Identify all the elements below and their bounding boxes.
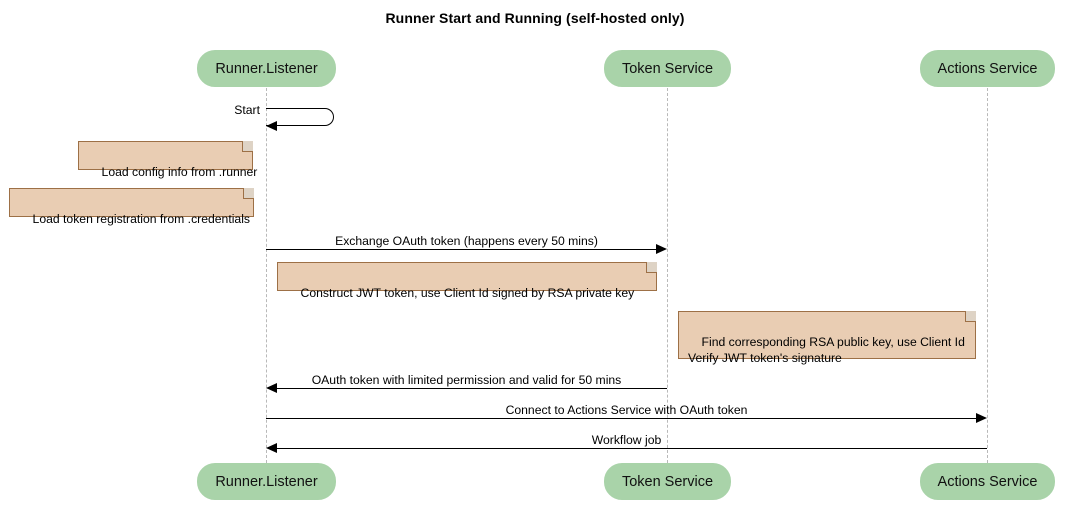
participant-token-bottom[interactable]: Token Service <box>604 463 731 500</box>
note-load-token-registration: Load token registration from .credential… <box>9 188 254 226</box>
participant-runner-bottom-label: Runner.Listener <box>215 473 318 490</box>
lifeline-token <box>667 88 668 463</box>
lifeline-runner <box>266 88 267 463</box>
message-connect-actions-label: Connect to Actions Service with OAuth to… <box>505 403 748 417</box>
note-verify-jwt-text: Find corresponding RSA public key, use C… <box>688 335 965 365</box>
message-oauth-reply-line <box>277 388 667 389</box>
message-connect-actions-line <box>266 418 976 419</box>
lifeline-actions <box>987 88 988 463</box>
participant-runner-top[interactable]: Runner.Listener <box>197 50 336 87</box>
self-message-start-arrowhead <box>266 121 277 131</box>
message-workflow-job-arrowhead <box>266 443 277 453</box>
participant-actions-bottom-label: Actions Service <box>937 473 1038 490</box>
message-workflow-job-label: Workflow job <box>591 433 662 447</box>
note-fold-corner-icon <box>242 141 253 152</box>
note-fold-corner-icon <box>965 311 976 322</box>
participant-actions-top[interactable]: Actions Service <box>920 50 1055 87</box>
note-fold-corner-icon <box>243 188 254 199</box>
message-exchange-token-arrowhead <box>656 244 667 254</box>
participant-actions-top-label: Actions Service <box>937 60 1038 77</box>
diagram-title: Runner Start and Running (self-hosted on… <box>385 10 685 26</box>
participant-runner-bottom[interactable]: Runner.Listener <box>197 463 336 500</box>
message-workflow-job-line <box>277 448 987 449</box>
note-construct-jwt: Construct JWT token, use Client Id signe… <box>277 262 657 300</box>
self-message-start-label: Start <box>234 103 260 117</box>
note-load-config: Load config info from .runner <box>78 141 257 179</box>
self-message-start-loop <box>266 108 334 126</box>
message-oauth-reply-arrowhead <box>266 383 277 393</box>
note-fold-corner-icon <box>646 262 657 273</box>
participant-token-top-label: Token Service <box>621 60 714 77</box>
note-load-token-registration-text: Load token registration from .credential… <box>32 212 251 226</box>
message-exchange-token-line <box>266 249 656 250</box>
message-connect-actions-arrowhead <box>976 413 987 423</box>
note-load-config-text: Load config info from .runner <box>101 165 258 179</box>
note-construct-jwt-text: Construct JWT token, use Client Id signe… <box>300 286 635 300</box>
participant-actions-bottom[interactable]: Actions Service <box>920 463 1055 500</box>
participant-runner-top-label: Runner.Listener <box>215 60 318 77</box>
participant-token-bottom-label: Token Service <box>621 473 714 490</box>
message-exchange-token-label: Exchange OAuth token (happens every 50 m… <box>335 234 598 248</box>
participant-token-top[interactable]: Token Service <box>604 50 731 87</box>
note-verify-jwt: Find corresponding RSA public key, use C… <box>678 311 976 365</box>
message-oauth-reply-label: OAuth token with limited permission and … <box>311 373 622 387</box>
